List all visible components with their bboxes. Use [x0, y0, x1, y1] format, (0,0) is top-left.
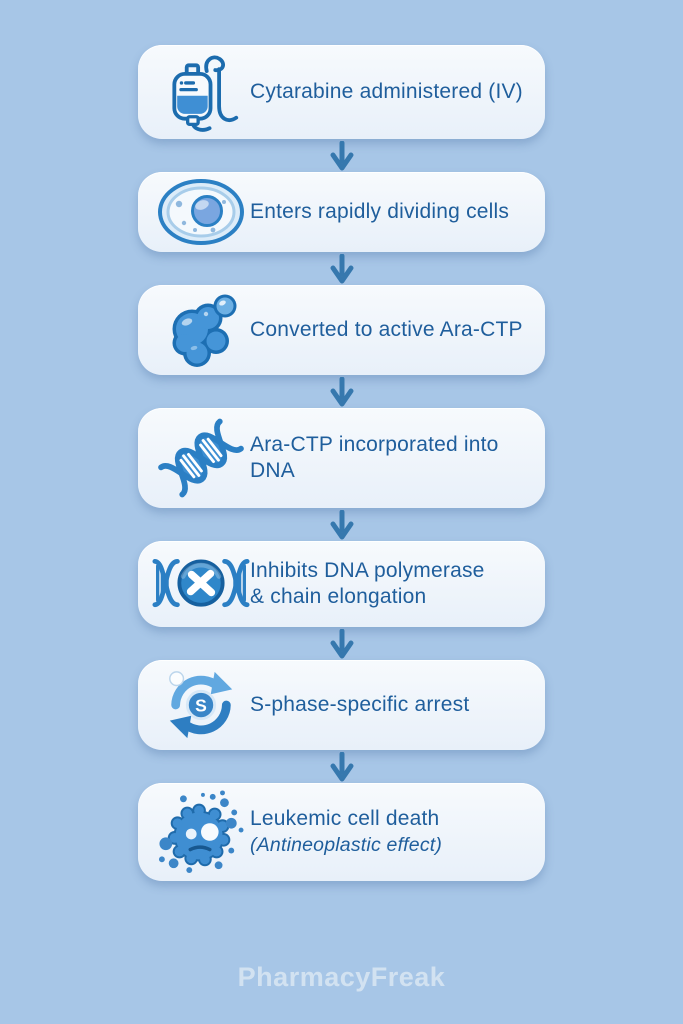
svg-text:S: S	[195, 695, 207, 715]
down-arrow-icon	[328, 139, 356, 172]
step-label: S-phase-specific arrest	[250, 692, 470, 716]
step-incorporated-dna: Ara-CTP incorporated into DNA	[138, 408, 545, 508]
pharmacyfreak-watermark: PharmacyFreak	[237, 962, 446, 992]
dying-cell-icon	[152, 789, 250, 875]
flowchart: Cytarabine administered (IV) Enters ra	[0, 45, 683, 881]
step-label: Leukemic cell death (Antineoplastic effe…	[250, 807, 443, 856]
step-cytarabine-administered: Cytarabine administered (IV)	[138, 45, 545, 139]
step-label: Ara-CTP incorporated into DNA	[250, 432, 499, 482]
step-inhibits-polymerase: Inhibits DNA polymerase & chain elongati…	[138, 541, 545, 627]
down-arrow-icon	[328, 252, 356, 285]
dna-icon	[152, 414, 250, 502]
step-enters-cells: Enters rapidly dividing cells	[138, 172, 545, 252]
step-label: Cytarabine administered (IV)	[250, 79, 523, 103]
down-arrow-icon	[328, 627, 356, 660]
cell-icon	[152, 178, 250, 246]
step-label: Enters rapidly dividing cells	[250, 199, 510, 223]
molecule-icon	[152, 291, 250, 369]
step-cell-death: Leukemic cell death (Antineoplastic effe…	[138, 783, 545, 881]
down-arrow-icon	[328, 750, 356, 783]
cycle-s-phase-icon: S	[152, 666, 250, 744]
iv-bag-icon	[152, 51, 250, 133]
down-arrow-icon	[328, 375, 356, 408]
down-arrow-icon	[328, 508, 356, 541]
dna-blocked-icon	[152, 554, 250, 614]
step-s-phase-arrest: S S-phase-specific arrest	[138, 660, 545, 750]
step-label: Inhibits DNA polymerase & chain elongati…	[250, 558, 485, 608]
step-converted-ara-ctp: Converted to active Ara-CTP	[138, 285, 545, 375]
step-label: Converted to active Ara-CTP	[250, 317, 523, 341]
